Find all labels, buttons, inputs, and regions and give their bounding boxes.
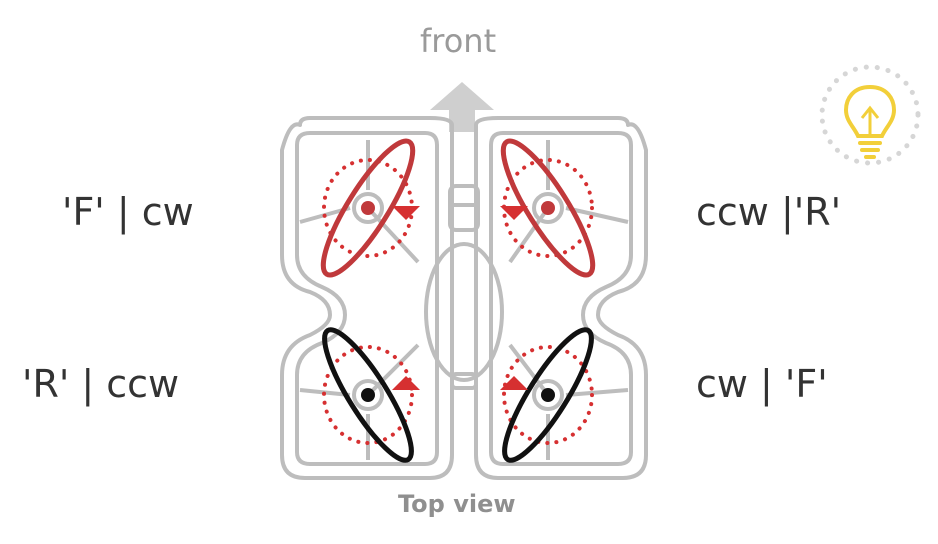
drone-frame (280, 116, 648, 480)
motor-rear-right (500, 327, 594, 463)
lightbulb-icon (819, 64, 921, 166)
diagram-caption: Top view (398, 490, 516, 518)
motor-front-left (320, 138, 420, 278)
arrow-up-icon (430, 82, 494, 132)
motor-label-rear-left: 'R' | ccw (22, 362, 180, 406)
motor-label-rear-right: cw | 'F' (696, 362, 828, 406)
motor-front-right (500, 138, 596, 278)
motor-label-front-left: 'F' | cw (62, 190, 194, 234)
front-label: front (420, 22, 497, 60)
motor-label-front-right: ccw |'R' (696, 190, 842, 234)
motor-rear-left (322, 327, 420, 463)
